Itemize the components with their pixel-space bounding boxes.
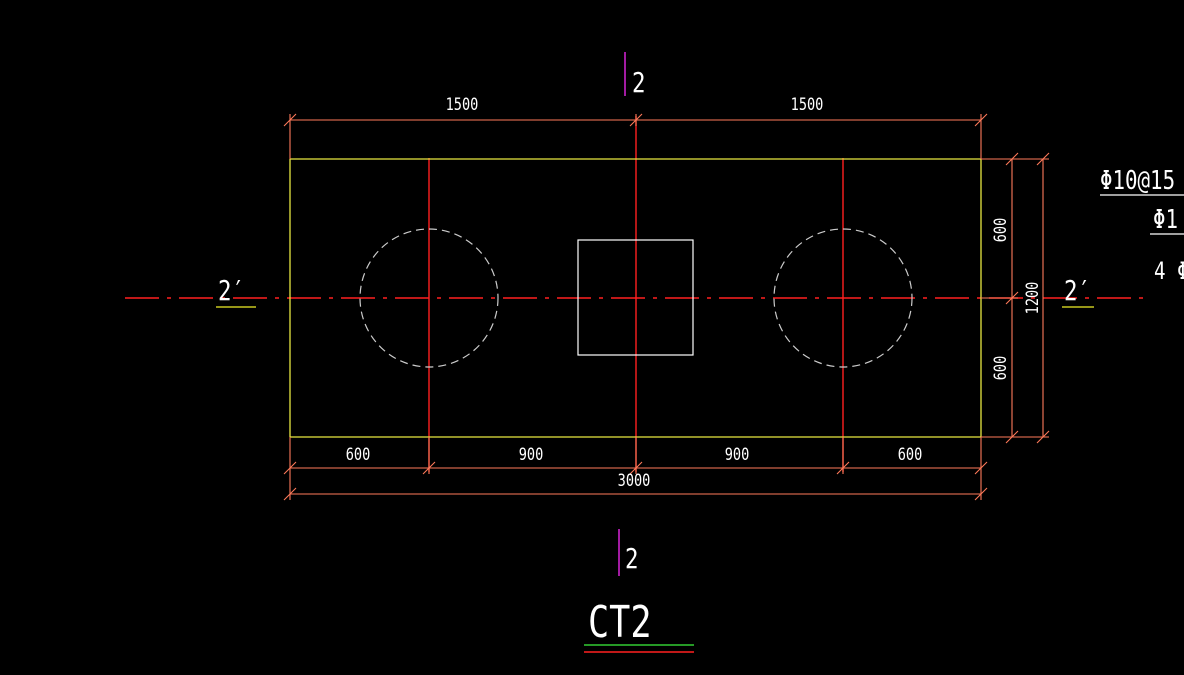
note-line-3: 4 Φ [1154,258,1184,286]
section-mark-bottom: 2 [618,529,638,576]
right-dim-top: 600 [991,218,1011,243]
section-mark-bottom-label: 2 [625,541,638,574]
note-line-2: Φ1 [1153,204,1178,235]
bottom-dim-3: 900 [725,445,750,465]
bottom-segment-dimension [283,437,988,500]
note-line-1: Φ10@15 [1100,165,1175,196]
bottom-dim-2: 900 [519,445,544,465]
top-dimension [283,113,988,159]
section-mark-left-label: 2′ [218,273,245,306]
reinforcement-notes: Φ10@15 Φ1 4 Φ [1100,165,1184,286]
right-total-dimension [1018,152,1050,444]
column-outline [577,239,694,356]
section-mark-left: 2′ [216,273,256,308]
right-segment-dimension [981,152,1019,444]
top-dim-left: 1500 [446,95,479,115]
center-lines [125,116,1148,472]
section-mark-right-label: 2′ [1064,273,1091,306]
piles [359,228,913,368]
bottom-dim-1: 600 [346,445,371,465]
pile-right [773,228,913,368]
right-dim-bottom: 600 [991,356,1011,381]
right-dim-total: 1200 [1023,282,1043,315]
bottom-dim-4: 600 [898,445,923,465]
bottom-dim-total: 3000 [618,471,651,491]
section-mark-top-label: 2 [632,65,645,98]
section-mark-top: 2 [624,52,645,99]
bottom-total-dimension [283,487,988,501]
pile-cap-label: CT2 [584,597,694,653]
section-mark-right: 2′ [1062,273,1094,308]
pile-left [359,228,499,368]
top-dim-right: 1500 [791,95,824,115]
pile-cap-label-text: CT2 [588,597,652,648]
